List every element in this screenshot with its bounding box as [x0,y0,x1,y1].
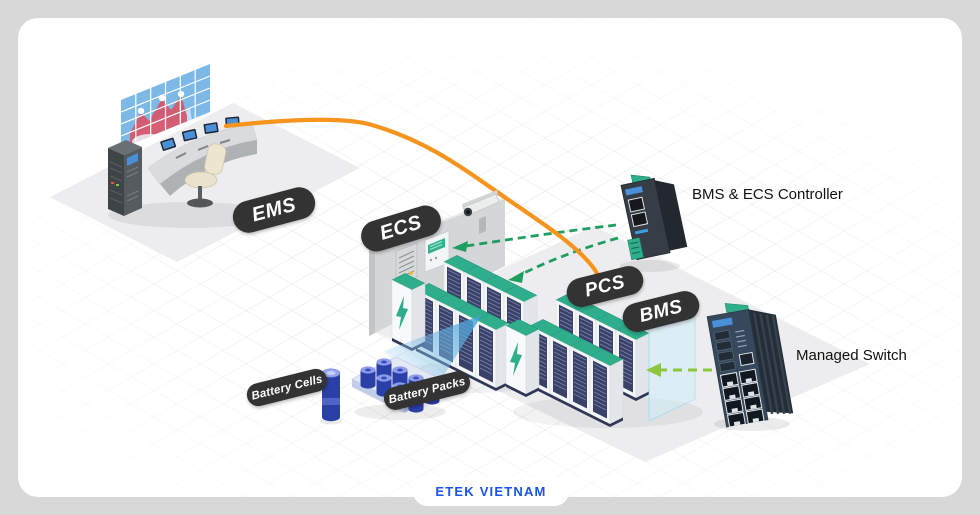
switch-annotation: Managed Switch [796,347,907,364]
brand-logo-text: ETEK VIETNAM [435,484,547,499]
diagram-panel [18,18,962,497]
controller-annotation: BMS & ECS Controller [692,186,843,203]
brand-logo-bump: ETEK VIETNAM [413,477,569,506]
